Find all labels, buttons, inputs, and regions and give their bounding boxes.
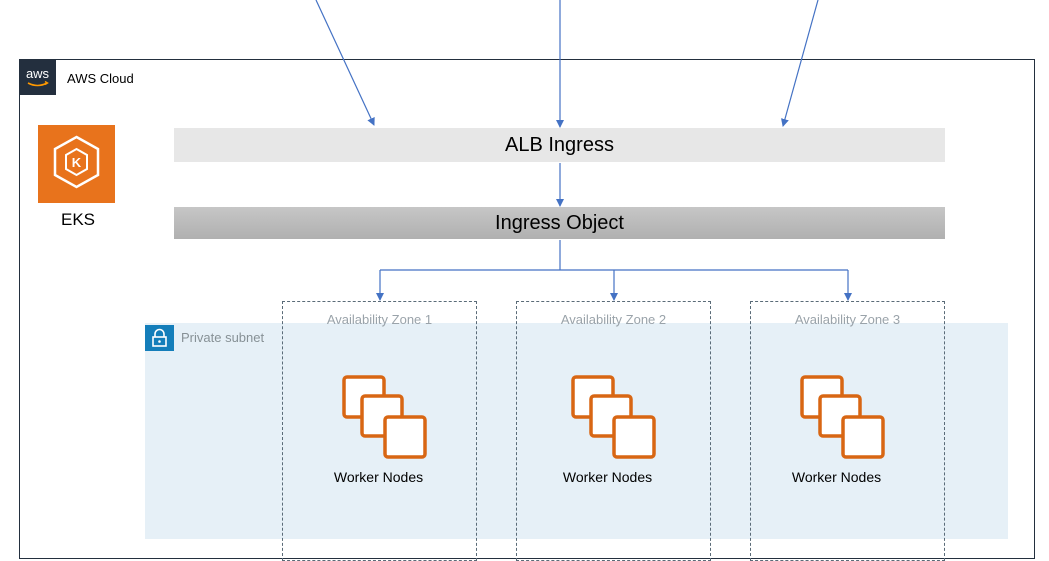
incoming-arrow-left bbox=[315, 0, 375, 126]
eks-label: EKS bbox=[60, 210, 96, 229]
availability-zone-2-label: Availability Zone 2 bbox=[560, 312, 667, 327]
worker-nodes-icon-1 bbox=[342, 375, 427, 459]
eks-icon-letter: K bbox=[72, 155, 82, 170]
incoming-arrow-right bbox=[781, 0, 819, 127]
worker-nodes-label-2: Worker Nodes bbox=[562, 469, 653, 485]
worker-nodes-icon-2 bbox=[571, 375, 656, 459]
aws-logo-icon: aws bbox=[19, 59, 56, 95]
worker-nodes-icon-3 bbox=[800, 375, 885, 459]
availability-zone-1-label: Availability Zone 1 bbox=[326, 312, 433, 327]
private-subnet-label: Private subnet bbox=[181, 330, 265, 345]
alb-ingress-bar: ALB Ingress bbox=[174, 128, 945, 162]
availability-zone-3-label: Availability Zone 3 bbox=[794, 312, 901, 327]
eks-icon: K bbox=[38, 125, 115, 203]
worker-nodes-label-3: Worker Nodes bbox=[791, 469, 882, 485]
aws-cloud-label: AWS Cloud bbox=[67, 71, 134, 86]
worker-nodes-label-1: Worker Nodes bbox=[333, 469, 424, 485]
aws-logo-text: aws bbox=[26, 66, 50, 81]
ingress-object-bar: Ingress Object bbox=[174, 207, 945, 239]
lock-icon bbox=[145, 325, 174, 351]
